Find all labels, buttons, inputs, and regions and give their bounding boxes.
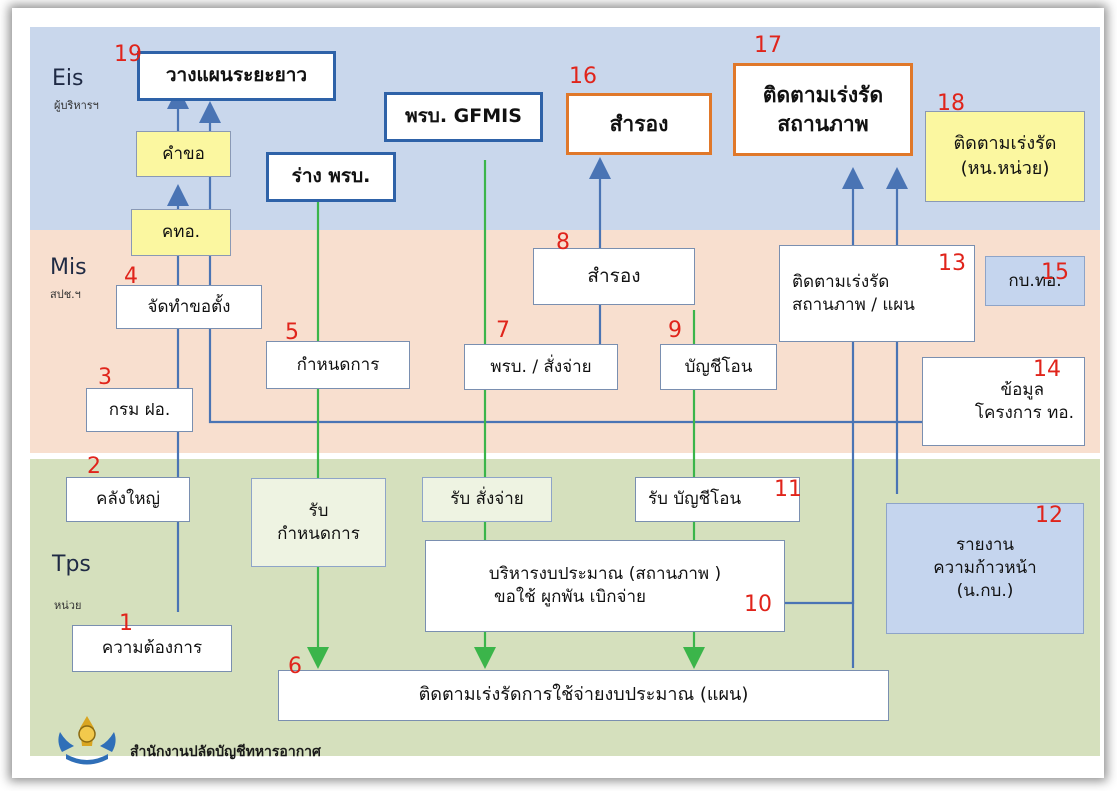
box-kamkhor-label: คำขอ xyxy=(162,143,205,164)
box-10-line2: ขอใช้ ผูกพัน เบิกจ่าย xyxy=(494,587,646,607)
box-8: สำรอง xyxy=(533,248,695,305)
box-15-label: กบ.ทอ. xyxy=(1008,270,1062,291)
step-number-13: 13 xyxy=(938,251,966,276)
step-number-6: 6 xyxy=(288,654,302,679)
box-gfmis-label: พรบ. GFMIS xyxy=(405,105,522,128)
box-17-line1: ติดตามเร่งรัด xyxy=(762,83,884,108)
box-4: จัดทำขอตั้ง xyxy=(116,285,262,329)
step-number-5: 5 xyxy=(285,320,299,345)
box-7: พรบ. / สั่งจ่าย xyxy=(464,344,618,390)
box-gfmis: พรบ. GFMIS xyxy=(384,92,543,142)
box-12-line2: ความก้าวหน้า xyxy=(933,558,1037,579)
box-13-line1: ติดตามเร่งรัด xyxy=(792,271,890,292)
box-2: คลังใหญ่ xyxy=(66,477,190,522)
box-14: ข้อมูล โครงการ ทอ. xyxy=(922,357,1085,446)
box-rub-kamnod-line2: กำหนดการ xyxy=(277,523,360,544)
box-14-line2: โครงการ ทอ. xyxy=(974,402,1074,423)
box-4-label: จัดทำขอตั้ง xyxy=(147,296,231,317)
box-5: กำหนดการ xyxy=(266,341,410,389)
step-number-3: 3 xyxy=(98,365,112,390)
tier-tps-label: Tps xyxy=(52,552,91,577)
tier-mis-sub: สปช.ฯ xyxy=(50,288,81,301)
box-3: กรม ฝอ. xyxy=(86,388,193,432)
step-number-10: 10 xyxy=(744,592,772,617)
tier-mis-label: Mis xyxy=(50,255,87,280)
box-18-line2: (หน.หน่วย) xyxy=(960,157,1050,179)
box-6: ติดตามเร่งรัดการใช้จ่ายงบประมาณ (แผน) xyxy=(278,670,889,721)
box-16: สำรอง xyxy=(566,93,712,155)
box-2-label: คลังใหญ่ xyxy=(95,489,161,510)
box-khortor-label: คทอ. xyxy=(161,222,201,243)
step-number-9: 9 xyxy=(668,318,682,343)
box-17: ติดตามเร่งรัด สถานภาพ xyxy=(733,63,913,156)
box-rub-kamnod-line1: รับ xyxy=(308,500,329,521)
box-rub-sangjai-label: รับ สั่งจ่าย xyxy=(450,489,524,510)
air-force-emblem-icon xyxy=(58,716,116,765)
box-13: ติดตามเร่งรัด สถานภาพ / แผน xyxy=(779,245,975,342)
box-15: กบ.ทอ. xyxy=(985,256,1085,306)
box-17-line2: สถานภาพ xyxy=(777,111,869,136)
box-khortor: คทอ. xyxy=(131,209,231,256)
step-number-12: 12 xyxy=(1035,503,1063,528)
box-1: ความต้องการ xyxy=(72,625,232,672)
step-number-11: 11 xyxy=(774,477,802,502)
tier-tps-sub: หน่วย xyxy=(54,599,82,612)
box-12-line1: รายงาน xyxy=(955,535,1015,556)
box-14-line1: ข้อมูล xyxy=(1000,379,1044,400)
step-number-2: 2 xyxy=(87,454,101,479)
box-rub-sangjai: รับ สั่งจ่าย xyxy=(422,477,552,522)
step-number-1: 1 xyxy=(119,611,133,636)
box-12-line3: (น.กบ.) xyxy=(956,580,1014,601)
box-18-line1: ติดตามเร่งรัด xyxy=(953,133,1057,155)
step-number-16: 16 xyxy=(569,64,597,89)
step-number-4: 4 xyxy=(124,264,138,289)
box-11: รับ บัญชีโอน xyxy=(635,477,800,522)
step-number-8: 8 xyxy=(556,230,570,255)
step-number-19: 19 xyxy=(114,42,142,67)
box-rub-kamnod: รับ กำหนดการ xyxy=(251,478,386,567)
box-9: บัญชีโอน xyxy=(660,344,777,390)
box-12: รายงาน ความก้าวหน้า (น.กบ.) xyxy=(886,503,1084,634)
box-7-label: พรบ. / สั่งจ่าย xyxy=(490,356,592,377)
box-kamkhor: คำขอ xyxy=(136,131,231,177)
box-13-line2: สถานภาพ / แผน xyxy=(792,294,915,315)
box-5-label: กำหนดการ xyxy=(296,354,380,375)
step-number-18: 18 xyxy=(937,91,965,116)
step-number-15: 15 xyxy=(1041,260,1069,285)
box-10-line1: บริหารงบประมาณ (สถานภาพ ) xyxy=(488,564,722,585)
box-1-label: ความต้องการ xyxy=(101,638,203,659)
box-rang-label: ร่าง พรบ. xyxy=(291,165,371,188)
box-9-label: บัญชีโอน xyxy=(684,356,753,377)
tier-eis-sub: ผู้บริหารฯ xyxy=(54,99,99,112)
step-number-17: 17 xyxy=(754,33,782,58)
step-number-7: 7 xyxy=(496,318,510,343)
organization-name: สำนักงานปลัดบัญชีทหารอากาศ xyxy=(130,744,321,760)
box-11-label: รับ บัญชีโอน xyxy=(648,489,742,510)
box-6-label: ติดตามเร่งรัดการใช้จ่ายงบประมาณ (แผน) xyxy=(418,684,749,706)
box-3-label: กรม ฝอ. xyxy=(108,399,171,420)
box-10: บริหารงบประมาณ (สถานภาพ ) ขอใช้ ผูกพัน เ… xyxy=(425,540,785,632)
box-18: ติดตามเร่งรัด (หน.หน่วย) xyxy=(925,111,1085,202)
step-number-14: 14 xyxy=(1033,357,1061,382)
box-rang: ร่าง พรบ. xyxy=(266,152,396,202)
box-19: วางแผนระยะยาว xyxy=(137,51,336,101)
tier-eis-label: Eis xyxy=(52,66,84,91)
box-8-label: สำรอง xyxy=(587,264,641,287)
box-19-label: วางแผนระยะยาว xyxy=(165,64,308,87)
box-16-label: สำรอง xyxy=(609,111,669,136)
